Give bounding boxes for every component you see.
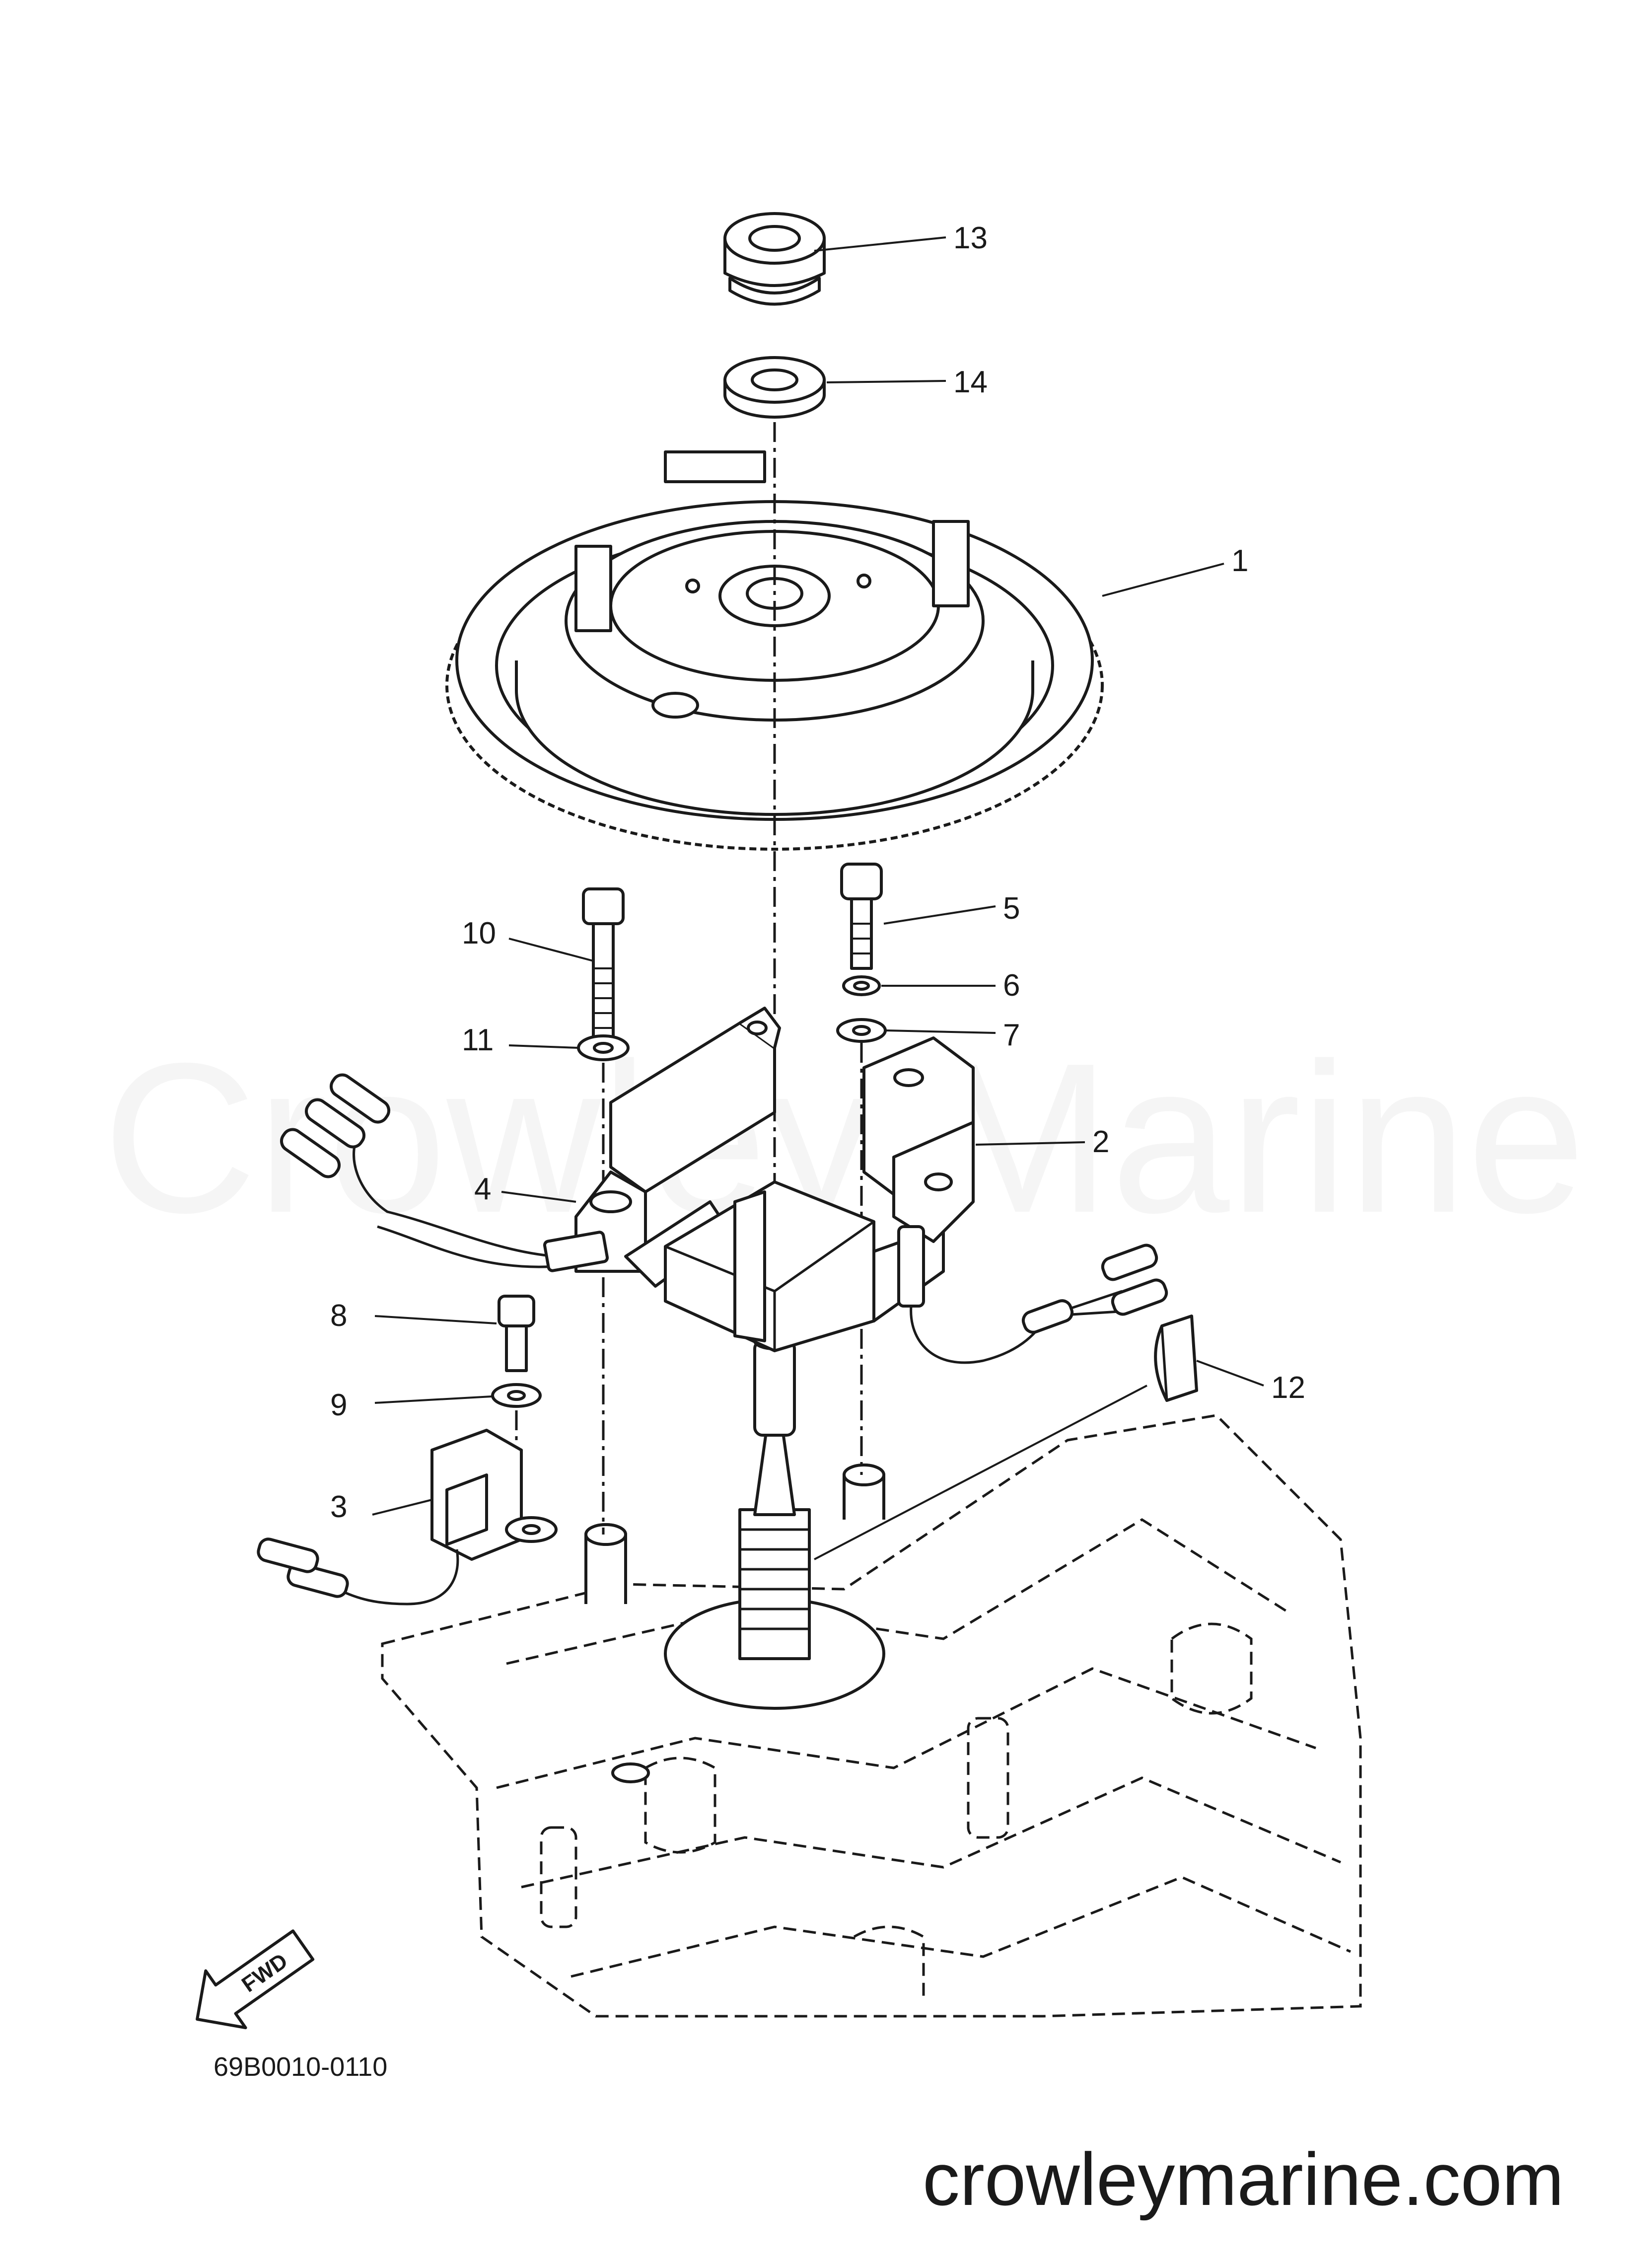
callout-14: 14 [953, 365, 988, 399]
leader-lines [372, 236, 1264, 1516]
callout-7: 7 [1003, 1018, 1020, 1052]
callout-2: 2 [1092, 1125, 1109, 1159]
site-url: crowleymarine.com [923, 2137, 1564, 2221]
diagram-reference-code: 69B0010-0110 [214, 2052, 387, 2082]
pulser-coil [862, 1036, 1168, 1364]
bolt-10 [582, 887, 625, 1039]
fwd-arrow-icon: FWD [196, 1929, 315, 2030]
sensor-assembly [257, 1429, 558, 1606]
washer-7 [836, 1018, 887, 1043]
callout-4: 4 [474, 1172, 491, 1206]
callout-12: 12 [1271, 1371, 1305, 1405]
callout-numbers: 13 14 1 5 6 7 2 10 11 4 8 9 3 12 [330, 221, 1305, 1524]
callout-1: 1 [1231, 544, 1248, 578]
mounting-bosses [584, 1463, 885, 1783]
washer-9 [491, 1383, 542, 1408]
flywheel-magneto [445, 450, 1104, 851]
callout-6: 6 [1003, 968, 1020, 1003]
woodruff-key [814, 1315, 1198, 1560]
lock-washer-6 [842, 975, 881, 996]
flywheel-washer [723, 356, 826, 419]
bolt-5 [840, 863, 883, 970]
stator-wire-harness [280, 1073, 609, 1272]
engine-block-outline [381, 1414, 1362, 2018]
callout-10: 10 [462, 916, 496, 951]
callout-8: 8 [330, 1299, 347, 1333]
callout-13: 13 [953, 221, 988, 255]
washer-11 [577, 1034, 630, 1061]
bolt-8 [498, 1295, 535, 1372]
crankshaft-boss [664, 1331, 885, 1710]
callout-5: 5 [1003, 891, 1020, 926]
callout-9: 9 [330, 1388, 347, 1422]
flywheel-nut [723, 212, 826, 306]
callout-3: 3 [330, 1490, 347, 1524]
callout-11: 11 [462, 1023, 494, 1057]
